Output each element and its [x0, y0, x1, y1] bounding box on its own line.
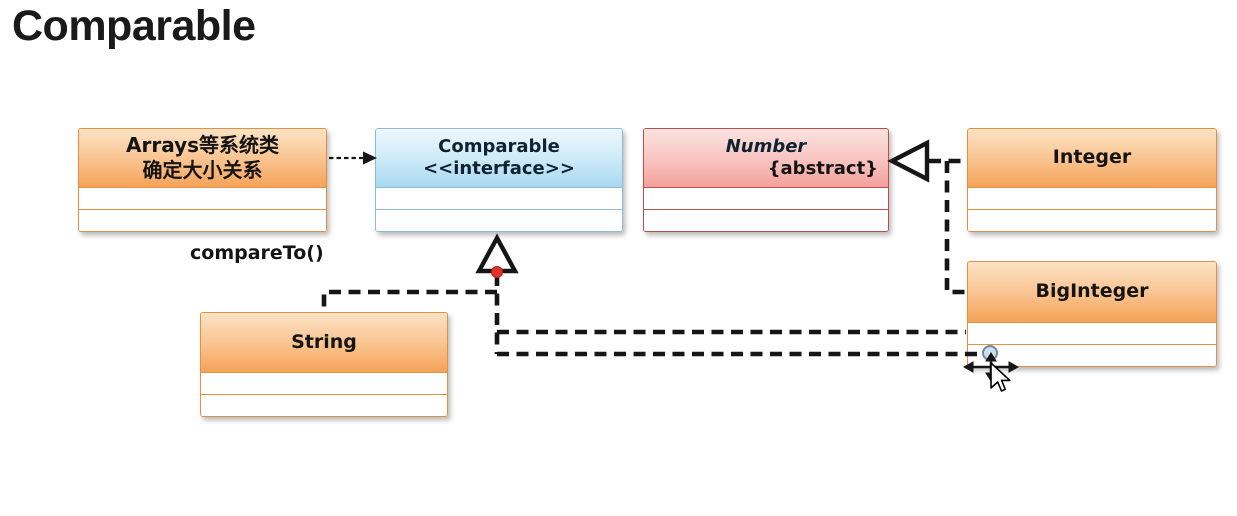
methods-compartment: [376, 209, 622, 231]
class-name: Comparable: [438, 135, 560, 157]
fields-compartment: [968, 187, 1216, 209]
fields-compartment: [201, 372, 447, 394]
class-stereotype: <<interface>>: [423, 158, 575, 179]
class-name: Integer: [1052, 146, 1132, 169]
class-header: Comparable <<interface>>: [376, 129, 622, 187]
class-name-line2: 确定大小关系: [142, 158, 263, 182]
class-header: String: [201, 313, 447, 372]
realization-triangle-icon: [475, 233, 519, 274]
class-box-biginteger[interactable]: BigInteger: [967, 261, 1217, 367]
fields-compartment: [968, 322, 1216, 344]
generalization-connector-biginteger[interactable]: [944, 161, 965, 295]
class-header: Integer: [968, 129, 1216, 187]
fields-compartment: [376, 187, 622, 209]
class-name: Number: [725, 135, 807, 157]
compareto-label: compareTo(): [190, 242, 324, 264]
methods-compartment: [644, 209, 888, 231]
page-title: Comparable: [12, 2, 256, 50]
class-name: String: [291, 330, 357, 353]
dependency-connector-arrays-comparable[interactable]: [329, 151, 377, 165]
connector-endpoint-red-dot: [491, 266, 503, 278]
generalization-triangle-icon: [887, 139, 930, 183]
class-header: Arrays等系统类 确定大小关系: [79, 129, 326, 187]
fields-compartment: [644, 187, 888, 209]
methods-compartment: [968, 209, 1216, 231]
class-box-comparable[interactable]: Comparable <<interface>>: [375, 128, 623, 232]
class-name-line1: Arrays等系统类: [125, 133, 280, 157]
mouse-pointer-icon: [990, 362, 1011, 392]
class-header: BigInteger: [968, 262, 1216, 322]
class-box-integer[interactable]: Integer: [967, 128, 1217, 232]
class-header: Number {abstract}: [644, 129, 888, 187]
abstract-modifier: {abstract}: [767, 158, 878, 179]
methods-compartment: [201, 394, 447, 416]
methods-compartment: [79, 209, 326, 231]
class-name: BigInteger: [1035, 280, 1149, 303]
class-box-number[interactable]: Number {abstract}: [643, 128, 889, 232]
class-box-arrays-note[interactable]: Arrays等系统类 确定大小关系: [78, 128, 327, 232]
class-box-string[interactable]: String: [200, 312, 448, 417]
methods-compartment: [968, 344, 1216, 366]
fields-compartment: [79, 187, 326, 209]
realization-connector-string[interactable]: [321, 289, 497, 311]
